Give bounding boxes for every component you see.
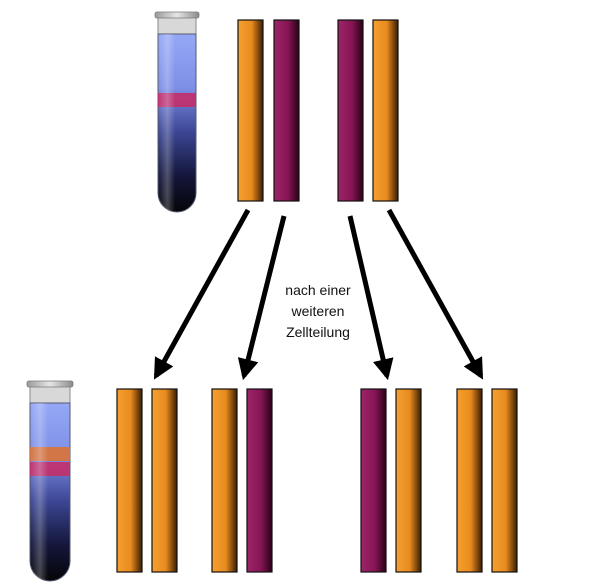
- light-strand: [491, 388, 518, 573]
- tube-rim: [26, 380, 74, 388]
- light-strand: [116, 388, 143, 573]
- heavy-strand: [273, 19, 300, 202]
- caption-line-1: nach einer: [285, 282, 351, 298]
- arrows: [153, 208, 484, 381]
- test-tube-after-division: [26, 380, 74, 582]
- heavy-strand: [360, 388, 387, 573]
- dna-molecule-after-division-4: [456, 388, 518, 573]
- dna-molecule-after-division-2: [211, 388, 273, 573]
- test-tubes: [26, 11, 200, 582]
- light-strand: [372, 19, 399, 202]
- caption-line-3: Zellteilung: [286, 324, 350, 340]
- dna-molecule-after-division-1: [116, 388, 178, 573]
- caption-line-2: weiteren: [291, 303, 345, 319]
- caption-label: nach einer weiteren Zellteilung: [262, 280, 374, 343]
- dna-molecule-after-division-3: [360, 388, 422, 573]
- light-strand: [456, 388, 483, 573]
- heavy-strand: [246, 388, 273, 573]
- arrow-3: [347, 215, 394, 381]
- light-strand: [151, 388, 178, 573]
- light-strand: [395, 388, 422, 573]
- tube-shine: [158, 34, 196, 212]
- dna-molecule-before-division-2: [337, 19, 399, 202]
- arrow-1: [153, 208, 251, 380]
- test-tube-before-division: [154, 11, 200, 213]
- light-strand: [211, 388, 238, 573]
- arrow-2: [237, 215, 287, 381]
- dna-strands: [116, 19, 518, 573]
- arrow-4: [386, 208, 484, 380]
- light-strand: [237, 19, 264, 202]
- tube-shine: [30, 403, 70, 581]
- heavy-strand: [337, 19, 364, 202]
- tube-rim: [154, 11, 200, 19]
- dna-molecule-before-division-1: [237, 19, 300, 202]
